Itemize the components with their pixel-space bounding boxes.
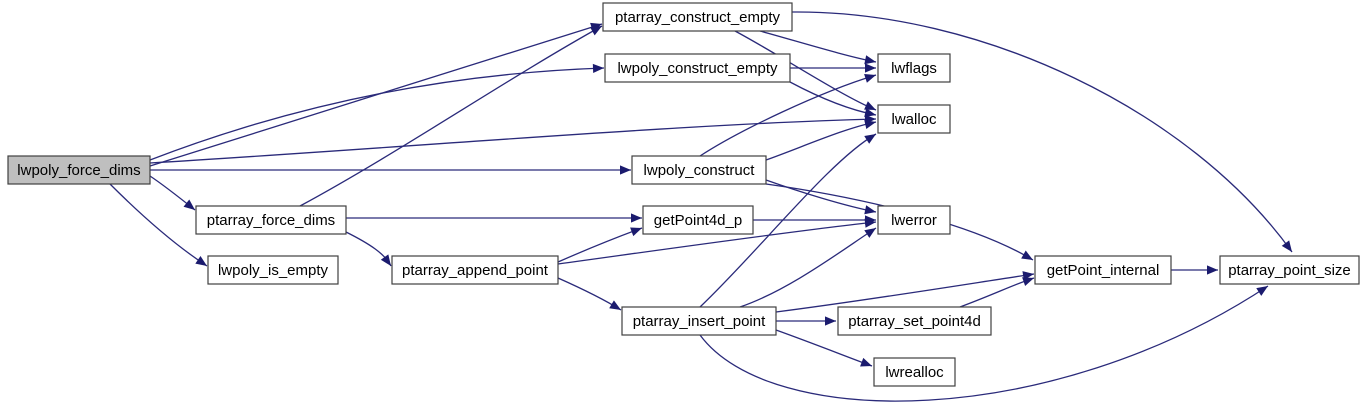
node-box-ptarray_construct_empty[interactable]	[602, 2, 793, 32]
edge-ptarray_construct_empty-to-ptarray_point_size	[791, 11, 1293, 253]
node-box-getPoint_internal[interactable]	[1034, 255, 1172, 285]
arrowhead-ptarray_insert_point-to-ptarray_set_point4d	[825, 316, 836, 326]
node-lwerror[interactable]: lwerror	[877, 205, 951, 235]
edge-lwpoly_force_dims-to-ptarray_construct_empty	[149, 23, 603, 167]
node-ptarray_construct_empty[interactable]: ptarray_construct_empty	[602, 2, 793, 32]
node-box-getPoint4d_p[interactable]	[642, 205, 754, 235]
arrowhead-ptarray_set_point4d-to-getPoint_internal	[1022, 277, 1034, 286]
edge-ptarray_append_point-to-lwerror	[557, 221, 877, 265]
node-label-lwrealloc: lwrealloc	[885, 364, 944, 381]
node-layer: lwpoly_force_dims ptarray_construct_empty…	[7, 2, 1360, 387]
node-label-ptarray_force_dims: ptarray_force_dims	[207, 212, 335, 229]
node-lwpoly_construct_empty[interactable]: lwpoly_construct_empty	[604, 53, 791, 83]
arrowhead-lwpoly_construct_empty-to-lwalloc	[864, 108, 876, 118]
arrowhead-lwpoly_construct-to-getPoint_internal	[1021, 250, 1033, 260]
arrowhead-lwpoly_force_dims-to-lwpoly_is_empty	[195, 256, 207, 266]
arrowhead-ptarray_force_dims-to-getPoint4d_p	[631, 213, 642, 223]
edge-ptarray_insert_point-to-lwerror	[739, 227, 877, 308]
arrowhead-ptarray_construct_empty-to-lwflags	[864, 55, 876, 65]
edge-ptarray_insert_point-to-ptarray_point_size	[699, 285, 1269, 402]
edge-ptarray_set_point4d-to-getPoint_internal	[959, 277, 1035, 308]
node-box-ptarray_force_dims[interactable]	[195, 205, 347, 235]
edge-lwpoly_construct-to-lwerror	[765, 179, 877, 213]
edge-lwpoly_force_dims-to-lwpoly_is_empty	[109, 183, 208, 267]
arrowhead-lwpoly_force_dims-to-lwpoly_construct_empty	[592, 63, 604, 74]
arrowhead-ptarray_append_point-to-lwerror	[864, 218, 876, 228]
edge-lwpoly_construct-to-lwflags	[699, 74, 877, 157]
arrowhead-ptarray_force_dims-to-ptarray_append_point	[380, 254, 391, 266]
node-box-lwflags[interactable]	[877, 53, 951, 83]
arrowhead-lwpoly_construct_empty-to-lwflags	[865, 63, 876, 73]
node-lwpoly_construct[interactable]: lwpoly_construct	[631, 155, 767, 185]
arrowhead-ptarray_construct_empty-to-lwalloc	[864, 101, 876, 110]
edge-lwpoly_construct-to-lwalloc	[765, 121, 877, 161]
node-getPoint_internal[interactable]: getPoint_internal	[1034, 255, 1172, 285]
node-lwrealloc[interactable]: lwrealloc	[873, 357, 956, 387]
edge-lwpoly_construct_empty-to-lwalloc	[789, 81, 877, 116]
edge-ptarray_force_dims-to-ptarray_construct_empty	[299, 25, 603, 207]
node-label-lwpoly_force_dims: lwpoly_force_dims	[17, 162, 140, 179]
node-lwpoly_is_empty[interactable]: lwpoly_is_empty	[207, 255, 339, 285]
edge-ptarray_insert_point-to-lwalloc	[699, 133, 877, 308]
node-ptarray_point_size[interactable]: ptarray_point_size	[1219, 255, 1360, 285]
node-box-lwpoly_is_empty[interactable]	[207, 255, 339, 285]
node-box-lwerror[interactable]	[877, 205, 951, 235]
node-label-lwerror: lwerror	[891, 212, 937, 229]
arrowhead-ptarray_insert_point-to-lwrealloc	[860, 357, 872, 367]
node-ptarray_set_point4d[interactable]: ptarray_set_point4d	[837, 306, 992, 336]
arrowhead-ptarray_append_point-to-getPoint4d_p	[630, 227, 642, 237]
arrowhead-ptarray_insert_point-to-lwerror	[864, 228, 876, 238]
node-box-lwpoly_construct_empty[interactable]	[604, 53, 791, 83]
node-ptarray_append_point[interactable]: ptarray_append_point	[391, 255, 559, 285]
arrowhead-lwpoly_construct-to-lwflags	[864, 73, 876, 83]
node-box-ptarray_point_size[interactable]	[1219, 255, 1360, 285]
node-lwalloc[interactable]: lwalloc	[877, 104, 951, 134]
node-label-lwalloc: lwalloc	[891, 111, 937, 128]
node-box-lwpoly_force_dims[interactable]	[7, 155, 151, 185]
edge-lwpoly_force_dims-to-lwalloc	[149, 118, 877, 164]
node-label-lwpoly_construct_empty: lwpoly_construct_empty	[617, 60, 778, 77]
node-label-ptarray_insert_point: ptarray_insert_point	[633, 313, 766, 330]
arrowhead-lwpoly_construct-to-lwalloc	[864, 119, 876, 129]
node-getPoint4d_p[interactable]: getPoint4d_p	[642, 205, 754, 235]
node-box-ptarray_append_point[interactable]	[391, 255, 559, 285]
node-lwflags[interactable]: lwflags	[877, 53, 951, 83]
node-label-ptarray_point_size: ptarray_point_size	[1228, 262, 1351, 279]
node-label-lwflags: lwflags	[891, 60, 937, 77]
node-label-lwpoly_is_empty: lwpoly_is_empty	[218, 262, 329, 279]
node-label-getPoint4d_p: getPoint4d_p	[654, 212, 742, 229]
node-lwpoly_force_dims[interactable]: lwpoly_force_dims	[7, 155, 151, 185]
edge-layer	[109, 11, 1293, 402]
arrowhead-ptarray_insert_point-to-lwalloc	[864, 134, 876, 144]
node-label-ptarray_append_point: ptarray_append_point	[402, 262, 549, 279]
arrowhead-ptarray_insert_point-to-ptarray_point_size	[1256, 286, 1268, 296]
arrowhead-lwpoly_force_dims-to-ptarray_force_dims	[183, 199, 195, 210]
node-label-ptarray_set_point4d: ptarray_set_point4d	[848, 313, 981, 330]
node-box-lwrealloc[interactable]	[873, 357, 956, 387]
node-label-ptarray_construct_empty: ptarray_construct_empty	[615, 9, 781, 26]
node-box-lwalloc[interactable]	[877, 104, 951, 134]
node-box-ptarray_set_point4d[interactable]	[837, 306, 992, 336]
node-ptarray_force_dims[interactable]: ptarray_force_dims	[195, 205, 347, 235]
arrowhead-getPoint_internal-to-ptarray_point_size	[1207, 265, 1218, 275]
arrowhead-lwpoly_construct-to-lwerror	[864, 205, 876, 215]
node-ptarray_insert_point[interactable]: ptarray_insert_point	[621, 306, 777, 336]
node-label-getPoint_internal: getPoint_internal	[1047, 262, 1160, 279]
edge-ptarray_construct_empty-to-lwalloc	[734, 30, 877, 111]
edge-ptarray_append_point-to-getPoint4d_p	[557, 227, 643, 263]
node-box-lwpoly_construct[interactable]	[631, 155, 767, 185]
node-label-lwpoly_construct: lwpoly_construct	[644, 162, 756, 179]
arrowhead-lwpoly_force_dims-to-lwpoly_construct	[620, 165, 631, 175]
edge-ptarray_insert_point-to-getPoint_internal	[775, 273, 1035, 313]
arrowhead-ptarray_force_dims-to-ptarray_construct_empty	[590, 26, 602, 36]
arrowhead-ptarray_append_point-to-ptarray_insert_point	[609, 300, 621, 310]
arrowhead-ptarray_construct_empty-to-ptarray_point_size	[1281, 240, 1292, 252]
edge-lwpoly_force_dims-to-lwpoly_construct_empty	[149, 67, 605, 161]
node-box-ptarray_insert_point[interactable]	[621, 306, 777, 336]
